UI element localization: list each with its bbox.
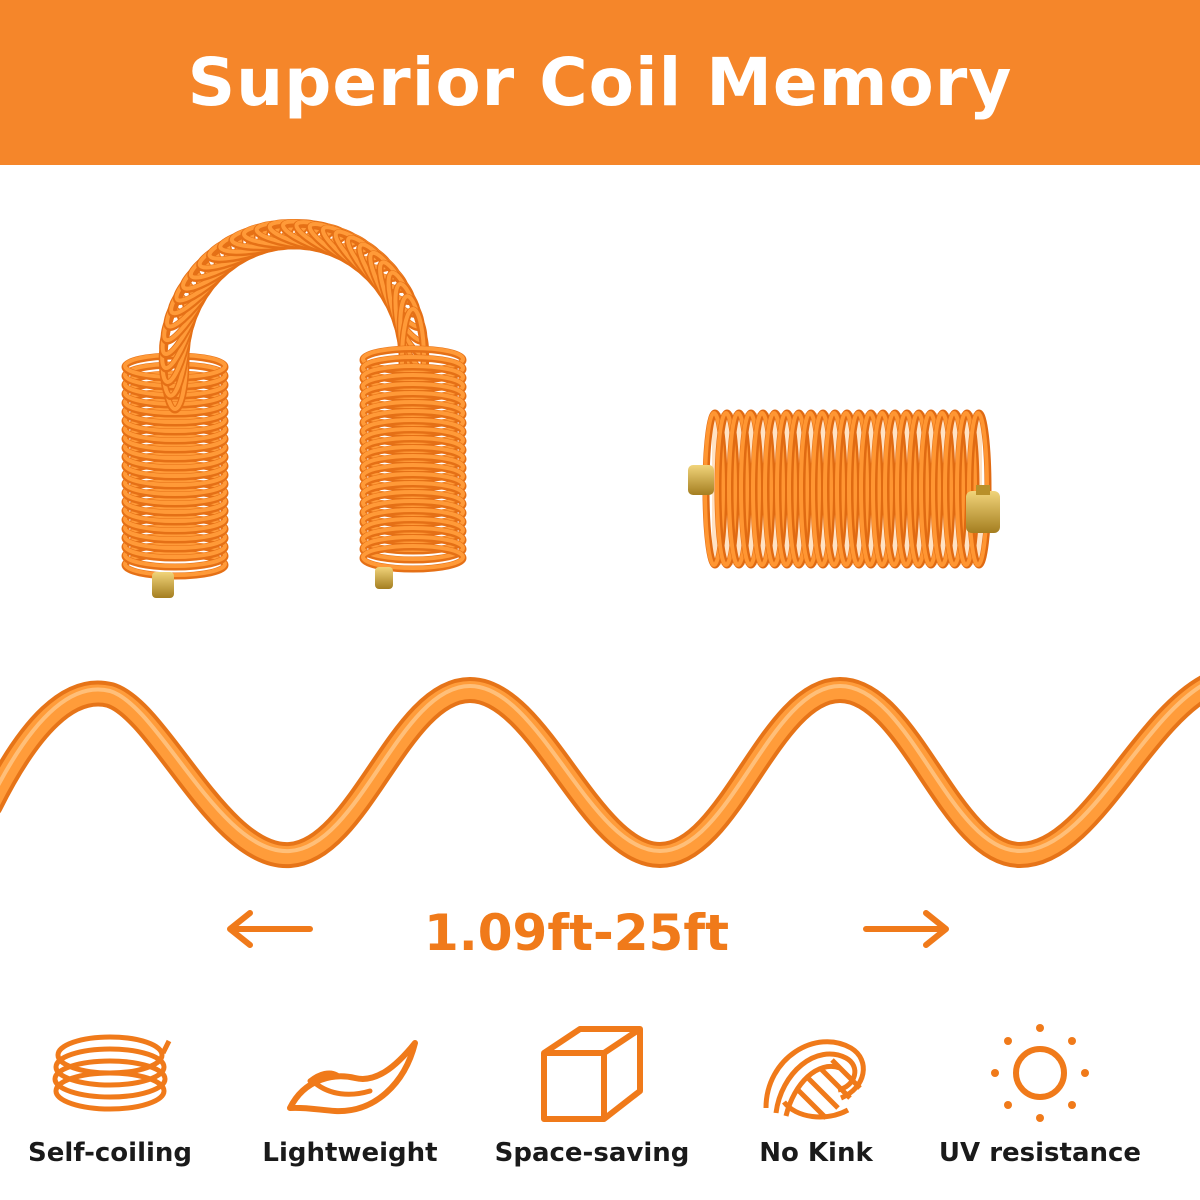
cube-icon (541, 1025, 643, 1122)
compact-left-fitting (688, 465, 714, 495)
arch-left-fitting (152, 572, 174, 598)
feather-icon (287, 1040, 418, 1115)
feature-label: No Kink (759, 1138, 873, 1168)
arrow-right-icon (863, 910, 949, 948)
sun-icon (991, 1024, 1089, 1122)
arched-coil-hose (121, 218, 467, 580)
rope-knot-icon (763, 1039, 866, 1120)
length-label: 1.09ft-25ft (423, 904, 729, 962)
header-banner: Superior Coil Memory (0, 0, 1200, 165)
feature-no-kink: No Kink (706, 1018, 926, 1198)
feature-list: Self-coiling Lightweight Space-saving (0, 1018, 1200, 1200)
arrow-left-icon (227, 910, 313, 948)
compact-right-fitting (966, 485, 1000, 533)
feature-label: UV resistance (938, 1138, 1142, 1168)
feature-label: Lightweight (262, 1138, 438, 1168)
feature-label: Space-saving (494, 1138, 690, 1168)
feature-label: Self-coiling (27, 1138, 193, 1168)
arch-right-fitting (375, 567, 393, 589)
page-title: Superior Coil Memory (187, 44, 1013, 121)
feature-self-coiling: Self-coiling (0, 1018, 220, 1198)
stretched-hose-highlight (0, 680, 1200, 865)
compact-coil-hose (702, 409, 992, 569)
feature-space-saving: Space-saving (482, 1018, 702, 1198)
length-range: 1.09ft-25ft (0, 895, 1200, 975)
feature-lightweight: Lightweight (240, 1018, 460, 1198)
coil-icon (52, 1034, 172, 1112)
feature-uv-resistance: UV resistance (930, 1018, 1150, 1198)
product-illustration (0, 218, 1200, 869)
